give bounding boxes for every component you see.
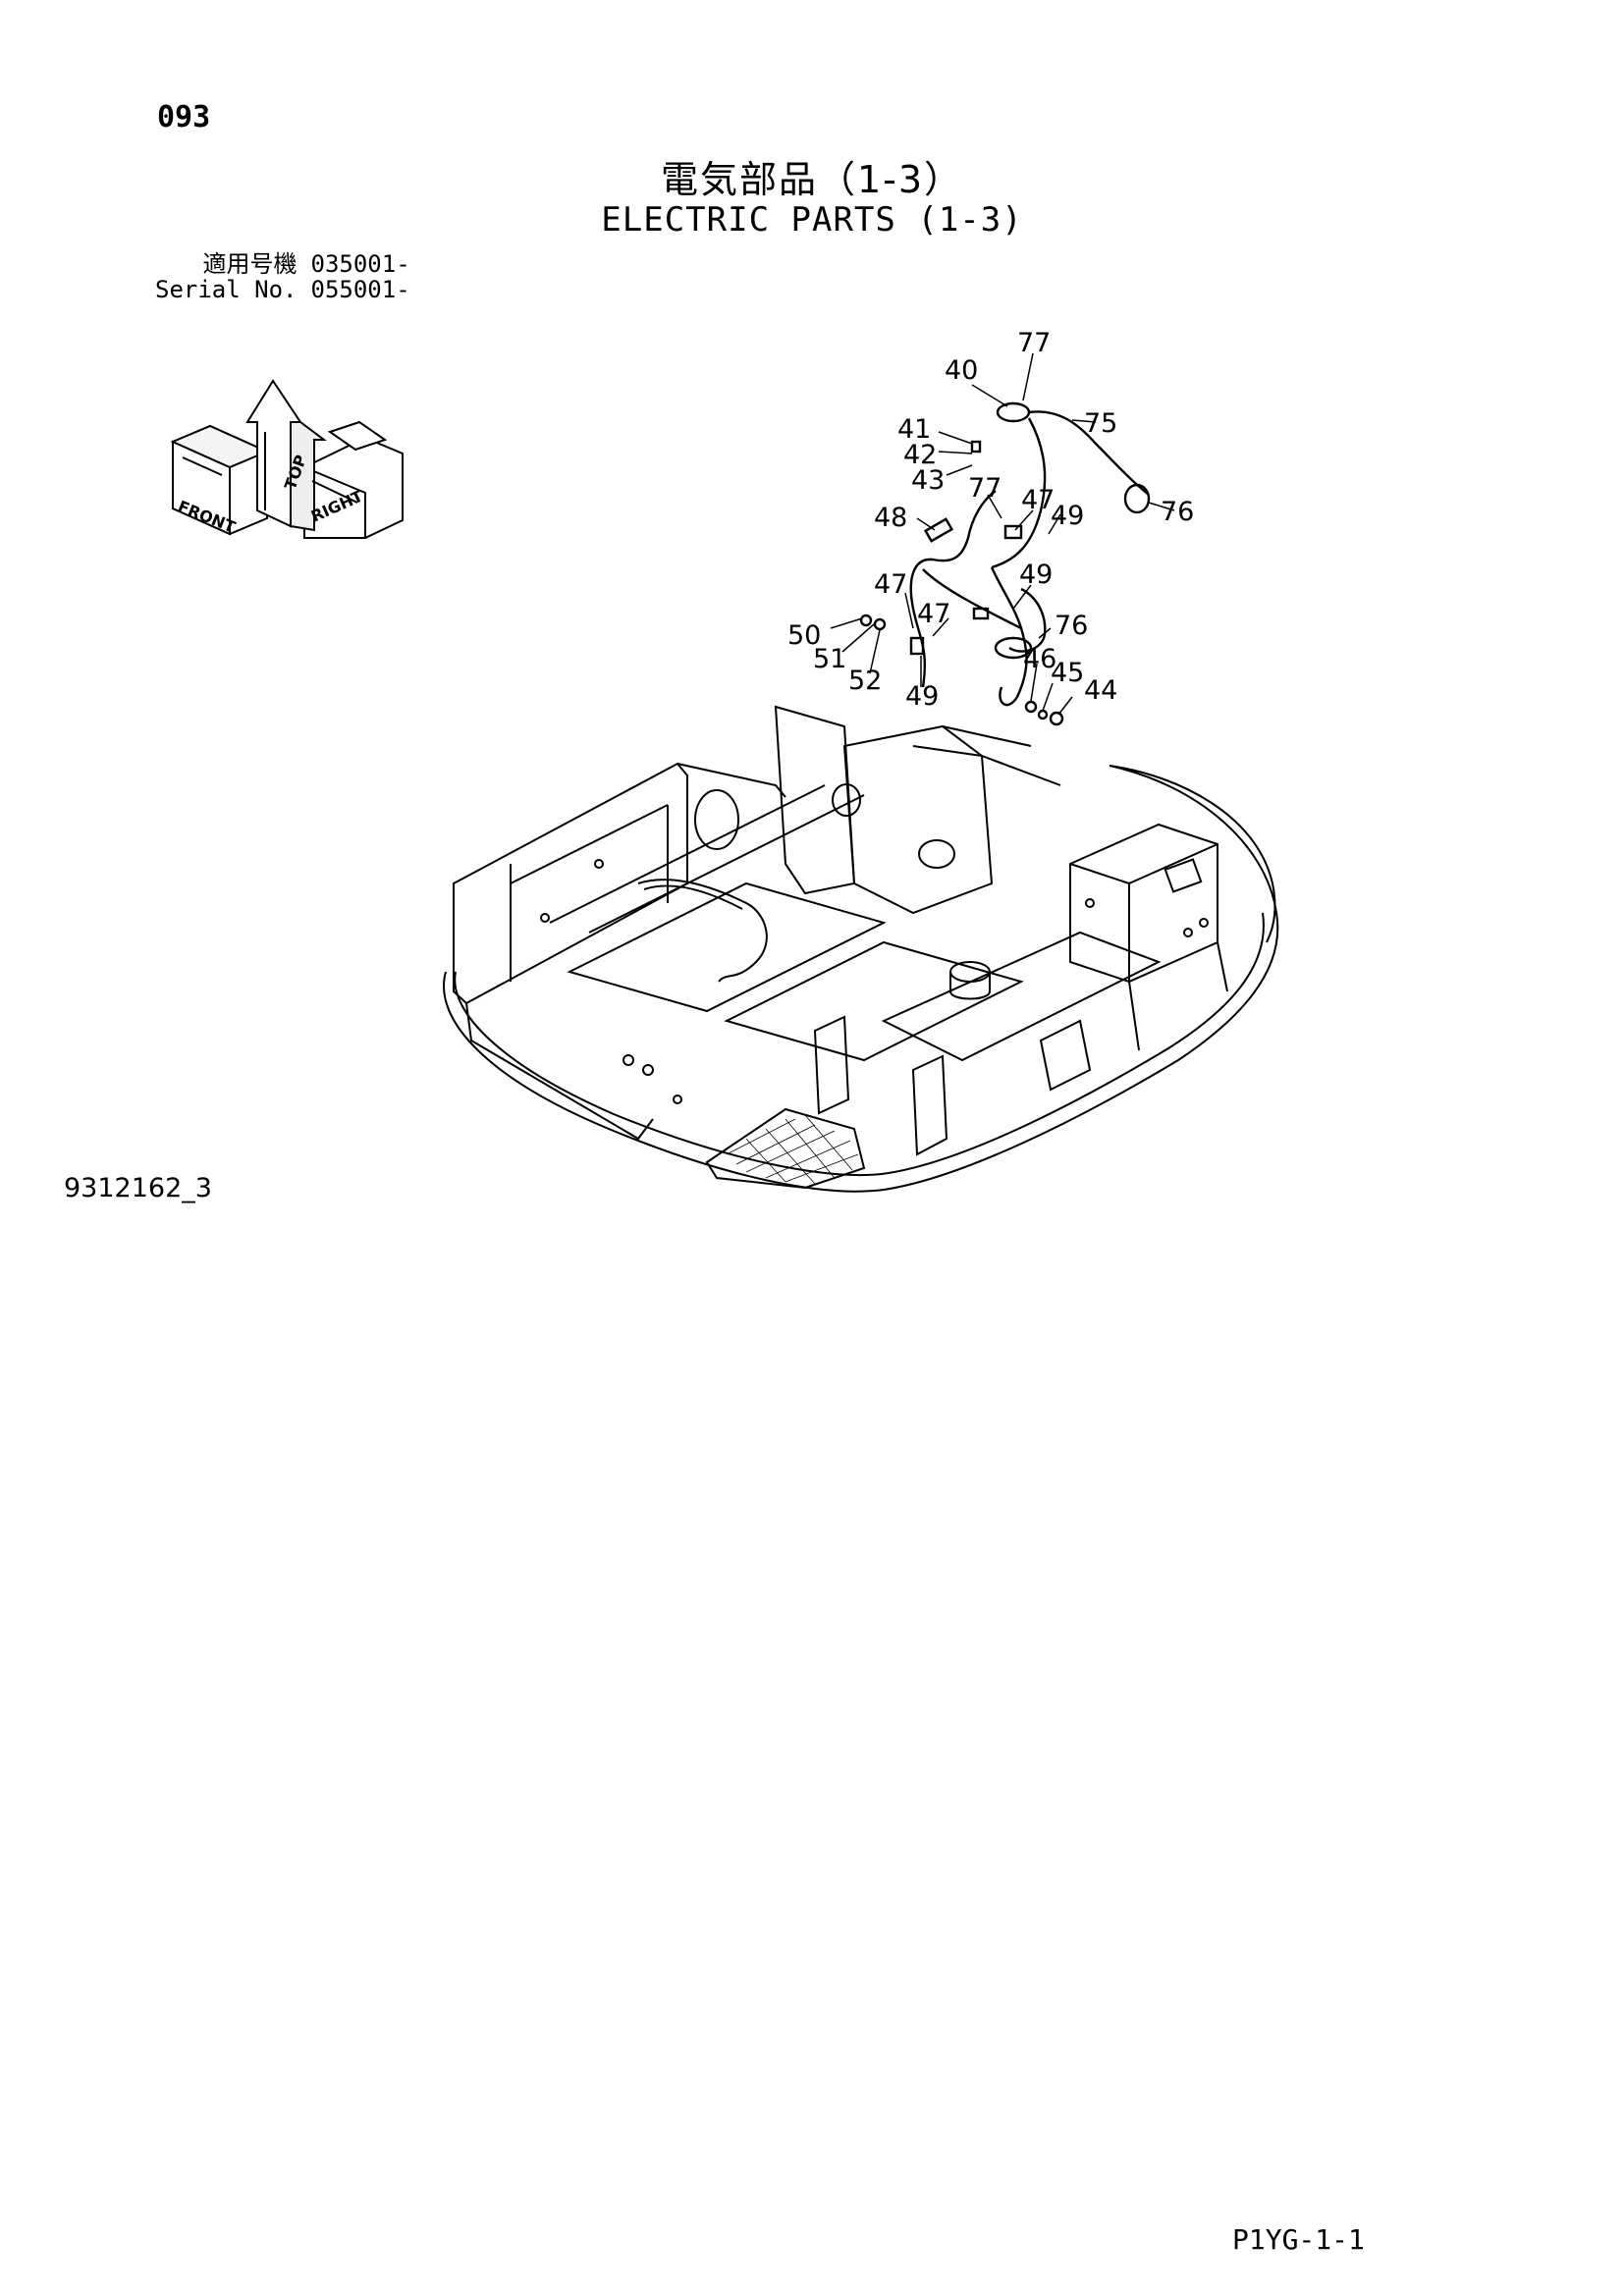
serial-value-japanese: 035001- bbox=[310, 250, 410, 278]
orientation-arrows-icon bbox=[170, 379, 404, 539]
page-title-english: ELECTRIC PARTS (1-3) bbox=[601, 200, 1023, 240]
serial-row-english: Serial No. 055001- bbox=[155, 277, 410, 302]
callout-77-mid: 77 bbox=[968, 473, 1001, 504]
callout-49-mid: 49 bbox=[1019, 560, 1053, 590]
callout-50: 50 bbox=[787, 620, 821, 651]
callout-43: 43 bbox=[911, 465, 945, 496]
upper-frame-icon bbox=[443, 705, 1279, 1193]
callout-47-left: 47 bbox=[874, 569, 907, 600]
callout-47-upper: 47 bbox=[1021, 485, 1055, 515]
sheet-code: P1YG-1-1 bbox=[1232, 2223, 1365, 2256]
callout-40: 40 bbox=[945, 355, 978, 386]
callout-44: 44 bbox=[1084, 675, 1117, 706]
callout-76-lower: 76 bbox=[1055, 611, 1088, 641]
drawing-code: 9312162_3 bbox=[64, 1173, 212, 1203]
callout-42: 42 bbox=[903, 440, 937, 470]
callout-49-upper: 49 bbox=[1051, 501, 1084, 531]
serial-value-english: 055001- bbox=[310, 276, 410, 303]
callout-49-lower: 49 bbox=[905, 681, 939, 712]
callout-48: 48 bbox=[874, 503, 907, 533]
callout-45: 45 bbox=[1051, 658, 1084, 688]
wire-harness-icon bbox=[859, 401, 1151, 726]
callout-46: 46 bbox=[1023, 644, 1056, 674]
callout-47-center: 47 bbox=[917, 599, 950, 629]
callout-51: 51 bbox=[813, 644, 846, 674]
callout-labels: 77 40 75 41 42 43 77 76 48 47 49 49 47 4… bbox=[787, 328, 1194, 712]
serial-label-english: Serial No. bbox=[155, 276, 298, 303]
serial-applicability: 適用号機 035001- Serial No. 055001- bbox=[155, 251, 410, 302]
callout-41: 41 bbox=[897, 414, 931, 445]
callout-77-top: 77 bbox=[1017, 328, 1051, 358]
callout-75: 75 bbox=[1084, 408, 1117, 439]
page-number: 093 bbox=[157, 100, 211, 134]
page-title-japanese: 電気部品（1-3） bbox=[660, 158, 964, 201]
callout-76-upper: 76 bbox=[1161, 497, 1194, 527]
leader-lines bbox=[830, 352, 1175, 716]
serial-label-japanese: 適用号機 bbox=[202, 250, 298, 278]
serial-row-japanese: 適用号機 035001- bbox=[155, 251, 410, 277]
callout-52: 52 bbox=[848, 666, 882, 696]
